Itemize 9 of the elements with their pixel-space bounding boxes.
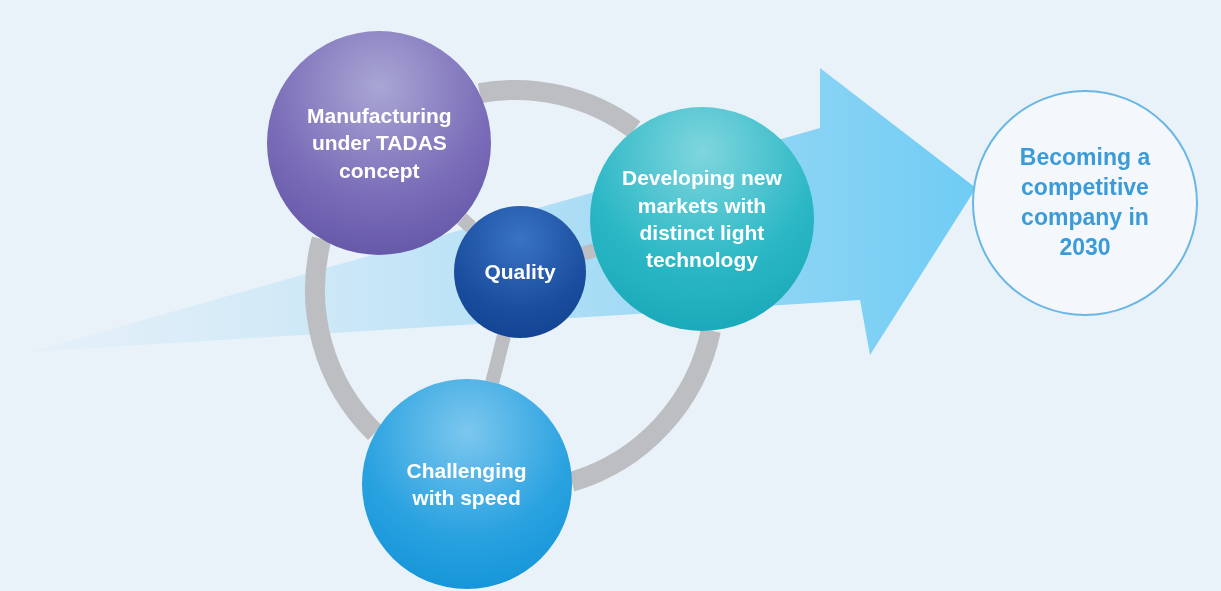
ring-arc: [305, 237, 383, 440]
connector-line: [457, 213, 477, 233]
circle-node: Challenging with speed: [361, 379, 572, 590]
circle-node: Manufacturing under TADAS concept: [267, 31, 492, 255]
connector-line: [581, 243, 597, 261]
ring-arc: [478, 80, 640, 138]
circle-node: Developing new markets with distinct light technology: [589, 106, 814, 331]
circle-node: Becoming a competitive company in 2030: [972, 90, 1198, 316]
connector-line: [485, 334, 511, 384]
